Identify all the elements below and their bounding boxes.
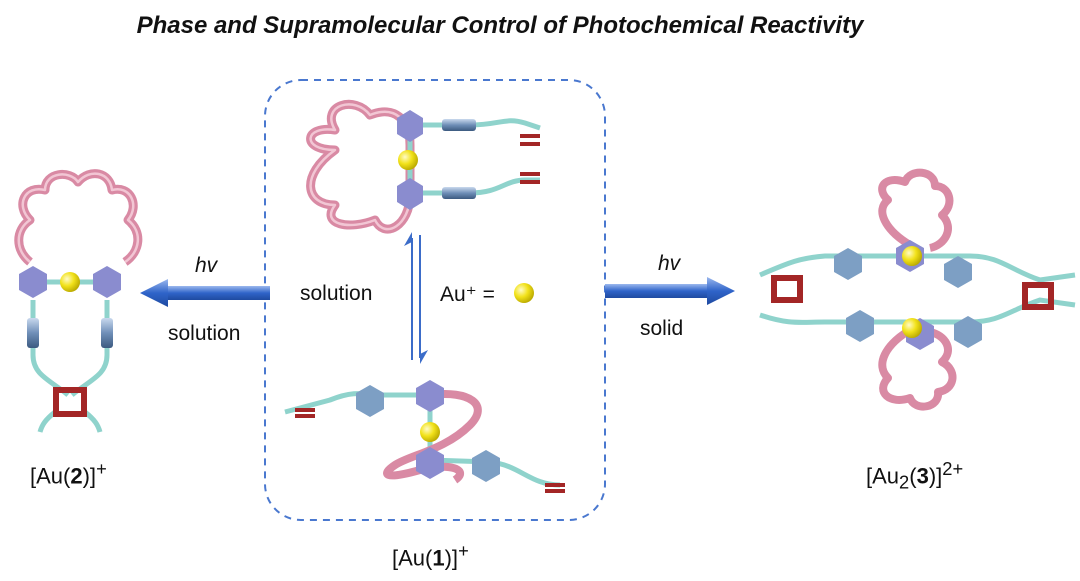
left-reaction-arrow	[140, 279, 270, 307]
left-arrow-hv-label: hv	[195, 254, 218, 277]
gold-atom-legend-icon	[514, 283, 534, 303]
molecule-1-top-conformer	[306, 99, 541, 234]
caption-compound-2: [Au(2)]+	[30, 458, 107, 489]
right-arrow-condition-label: solid	[640, 317, 684, 340]
equilibrium-condition-label: solution	[300, 282, 373, 305]
caption-compound-1: [Au(1)]+	[392, 540, 469, 571]
caption-compound-3: [Au2(3)]2+	[866, 458, 964, 493]
equilibrium-arrows	[404, 232, 428, 364]
solution-equilibrium-box	[264, 79, 606, 521]
left-arrow-condition-label: solution	[168, 322, 241, 345]
molecule-3-dimer	[759, 168, 1076, 411]
right-arrow-hv-label: hv	[658, 252, 681, 275]
gold-legend-label: Au⁺ =	[440, 283, 495, 306]
page-title: Phase and Supramolecular Control of Phot…	[136, 12, 864, 39]
molecule-1-bottom-conformer	[284, 380, 565, 493]
molecule-2	[14, 169, 143, 433]
right-reaction-arrow	[605, 277, 735, 305]
